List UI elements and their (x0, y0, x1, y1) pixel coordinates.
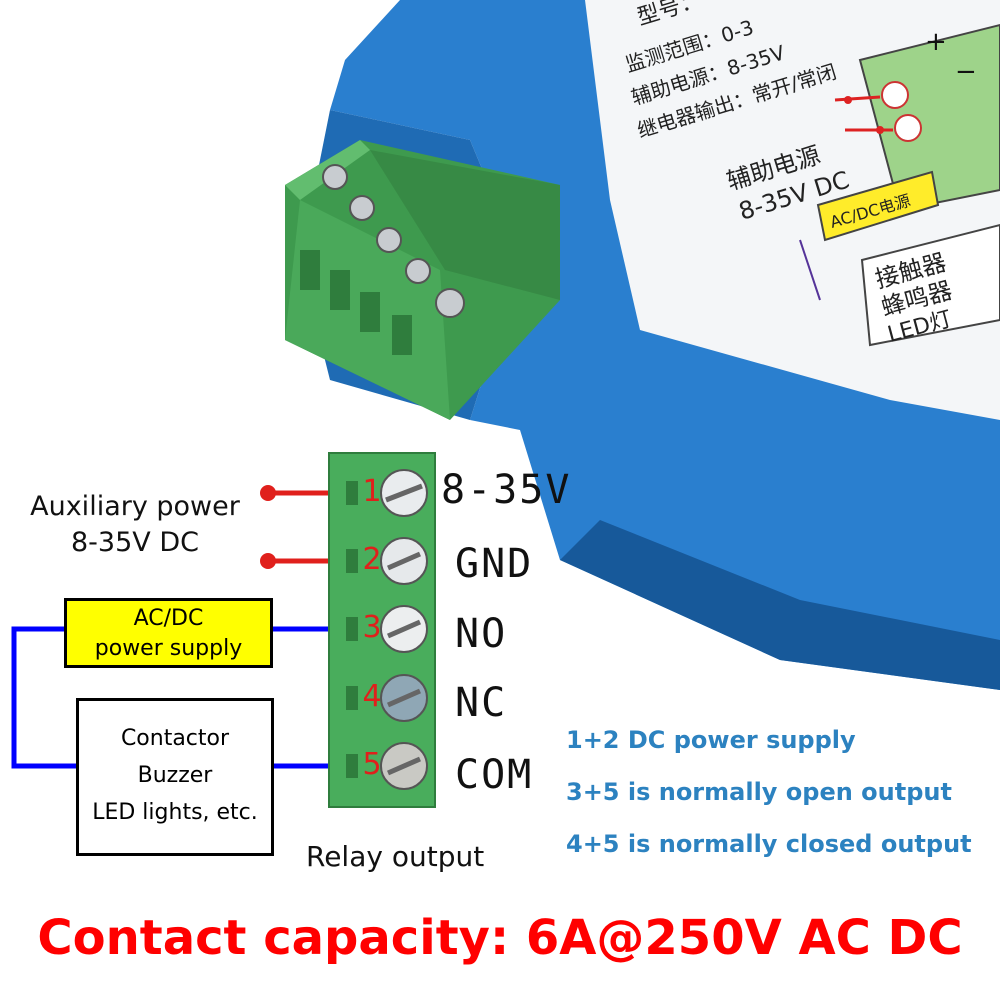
acdc-line2: power supply (94, 636, 243, 661)
acdc-line1: AC/DC (133, 606, 204, 631)
aux-power-label-line1: Auxiliary power (30, 491, 240, 522)
red-wire-2-dot (260, 553, 276, 569)
note-normally-open: 3+5 is normally open output (566, 778, 952, 806)
label-pin-minus: − (955, 57, 977, 87)
red-wire-1-dot (260, 485, 276, 501)
terminal-name-2: GND (455, 541, 534, 587)
terminal-name-4: NC (455, 680, 508, 726)
contact-capacity-footer: Contact capacity: 6A@250V AC DC (37, 910, 963, 966)
label-pin-plus: + (925, 27, 947, 57)
relay-output-label: Relay output (306, 840, 485, 873)
terminal-number-4: 4 (362, 679, 382, 714)
terminal-screws (346, 469, 428, 790)
label-acdc-box (816, 170, 940, 242)
load-line1: Contactor (120, 726, 230, 751)
device-housing-edge (560, 520, 1000, 690)
terminal-name-1: 8-35V (441, 467, 572, 513)
device-terminal-connector (285, 140, 560, 420)
terminal-name-5: COM (455, 752, 534, 798)
acdc-power-supply-box: AC/DC power supply (64, 598, 273, 668)
note-dc-power: 1+2 DC power supply (566, 726, 856, 754)
terminal-number-2: 2 (362, 542, 382, 577)
label-load-box (860, 223, 1000, 347)
terminal-number-3: 3 (362, 610, 382, 645)
label-pin-strip (858, 23, 1000, 212)
load-line2: Buzzer (137, 763, 213, 788)
aux-power-label-line2: 8-35V DC (71, 527, 199, 558)
terminal-number-5: 5 (362, 747, 382, 782)
load-box: Contactor Buzzer LED lights, etc. (76, 698, 274, 856)
blue-wire-loop (11, 626, 76, 769)
device-illustration: 型号： 监测范围：0-3 辅助电源：8-35V 继电器输出：常开/常闭 辅助电源… (285, 0, 1000, 690)
note-normally-closed: 4+5 is normally closed output (566, 830, 972, 858)
load-line3: LED lights, etc. (92, 800, 258, 825)
terminal-number-1: 1 (362, 474, 382, 509)
terminal-name-3: NO (455, 611, 508, 657)
